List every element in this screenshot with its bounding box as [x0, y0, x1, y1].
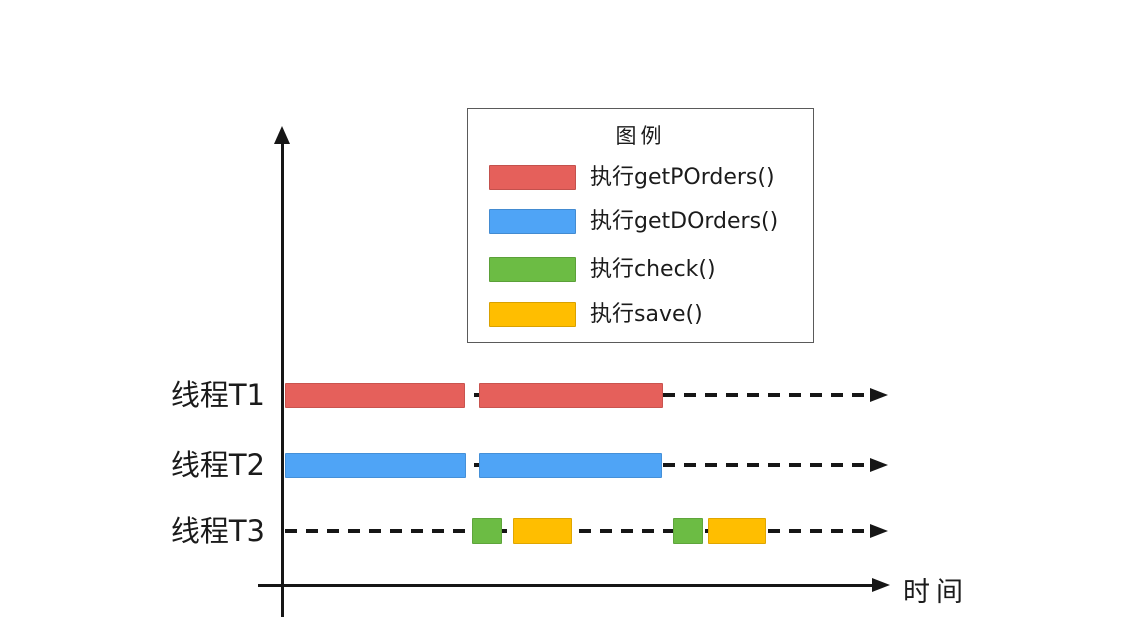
timeline-dashes-t3	[285, 529, 870, 533]
thread-label-t1: 线程T1	[170, 378, 265, 412]
legend-swatch-yellow	[489, 302, 576, 327]
legend-item-label: 执行check()	[590, 257, 716, 282]
legend-item-check: 执行check()	[468, 257, 813, 282]
thread-label-t3: 线程T3	[170, 514, 265, 548]
y-axis-line	[281, 140, 284, 617]
bar-t2-getdorders-2	[479, 453, 662, 478]
legend-swatch-blue	[489, 209, 576, 234]
legend-item-getdorders: 执行getDOrders()	[468, 209, 813, 234]
bar-t1-getporders-2	[479, 383, 663, 408]
bar-t3-check-1	[472, 518, 502, 544]
legend-item-save: 执行save()	[468, 302, 813, 327]
legend-item-getporders: 执行getPOrders()	[468, 165, 813, 190]
bar-t1-getporders-1	[285, 383, 465, 408]
bar-t3-save-1	[513, 518, 572, 544]
bar-t3-save-2	[708, 518, 766, 544]
legend-item-label: 执行save()	[590, 302, 703, 327]
x-axis-label: 时间	[903, 577, 969, 608]
legend-swatch-red	[489, 165, 576, 190]
x-axis-line	[258, 584, 872, 587]
x-axis-arrow-icon	[872, 578, 890, 592]
legend: 图例 执行getPOrders() 执行getDOrders() 执行check…	[467, 108, 814, 343]
legend-item-label: 执行getDOrders()	[590, 209, 779, 234]
bar-t3-check-2	[673, 518, 703, 544]
timeline-arrow-t1-icon	[870, 388, 888, 402]
legend-item-label: 执行getPOrders()	[590, 165, 775, 190]
thread-label-t2: 线程T2	[170, 448, 265, 482]
timeline-arrow-t2-icon	[870, 458, 888, 472]
legend-swatch-green	[489, 257, 576, 282]
y-axis-arrow-icon	[274, 126, 290, 144]
legend-title: 图例	[615, 124, 666, 148]
bar-t2-getdorders-1	[285, 453, 466, 478]
timeline-arrow-t3-icon	[870, 524, 888, 538]
